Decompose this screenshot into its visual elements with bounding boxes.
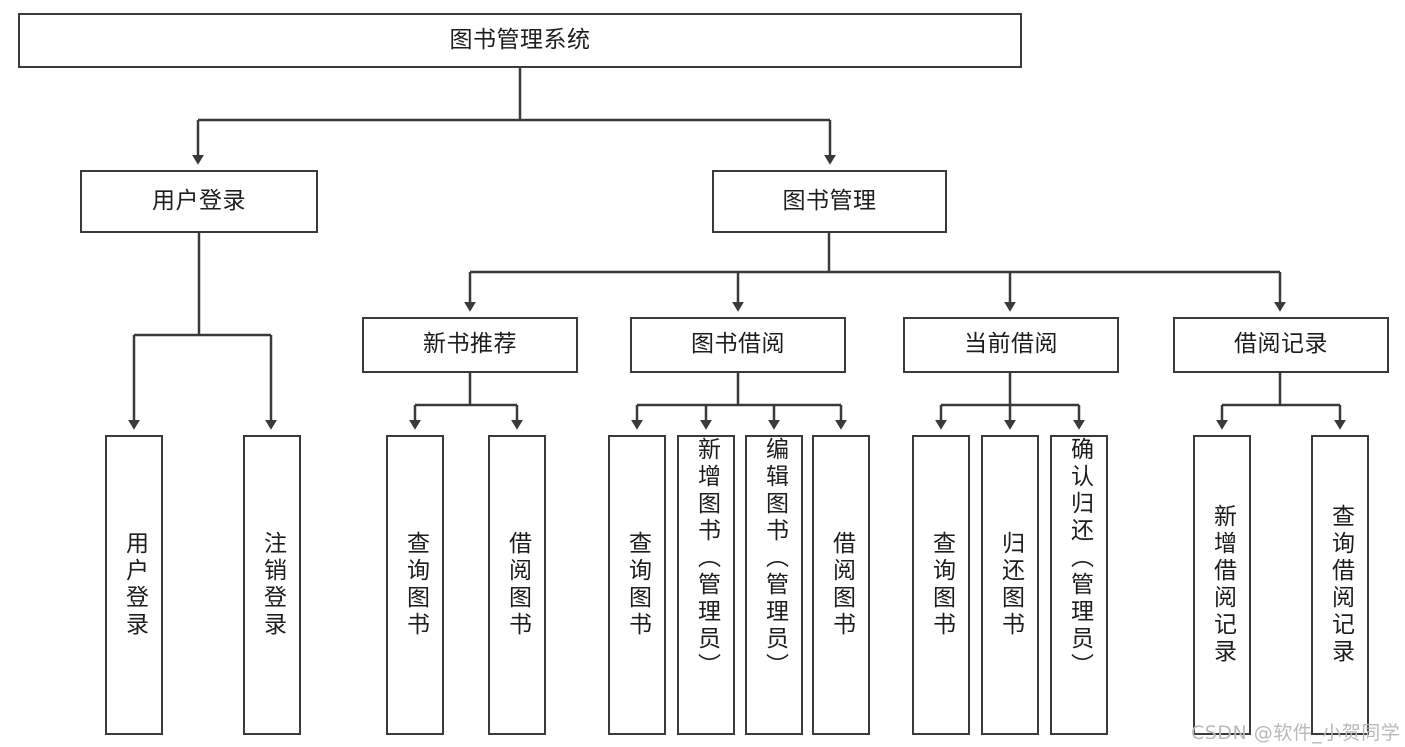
leaf-query-borrow-record-label: 查询借阅记录 — [1327, 504, 1354, 666]
node-borrow-record-label: 借阅记录 — [1234, 331, 1328, 358]
leaf-newbook-query-book-label: 查询图书 — [402, 531, 429, 639]
node-current-borrow-label: 当前借阅 — [964, 331, 1058, 358]
leaf-edit-book-admin-label: 编辑图书（管理员） — [761, 437, 788, 680]
edge-bookborrow-to-leaves — [631, 373, 847, 430]
leaf-confirm-return-admin[interactable]: 确认归还（管理员） — [1050, 435, 1108, 735]
leaf-edit-book-admin[interactable]: 编辑图书（管理员） — [745, 435, 803, 735]
leaf-current-query-book-label: 查询图书 — [928, 531, 955, 639]
node-current-borrow[interactable]: 当前借阅 — [903, 317, 1119, 373]
leaf-current-query-book[interactable]: 查询图书 — [912, 435, 970, 735]
leaf-add-borrow-record[interactable]: 新增借阅记录 — [1193, 435, 1251, 735]
node-user-login[interactable]: 用户登录 — [80, 170, 318, 233]
node-borrow-record[interactable]: 借阅记录 — [1173, 317, 1389, 373]
leaf-newbook-borrow-book[interactable]: 借阅图书 — [488, 435, 546, 735]
leaf-borrow-query-book[interactable]: 查询图书 — [608, 435, 666, 735]
node-book-management-label: 图书管理 — [782, 187, 877, 214]
node-root-label: 图书管理系统 — [449, 26, 591, 53]
leaf-return-book[interactable]: 归还图书 — [981, 435, 1039, 735]
edge-root-to-level2 — [192, 68, 836, 165]
node-new-book-recommend-label: 新书推荐 — [423, 331, 517, 358]
leaf-logout[interactable]: 注销登录 — [243, 435, 301, 735]
edge-userlogin-to-leaves — [128, 233, 277, 430]
leaf-add-borrow-record-label: 新增借阅记录 — [1209, 504, 1236, 666]
leaf-newbook-borrow-book-label: 借阅图书 — [504, 531, 531, 639]
node-book-management[interactable]: 图书管理 — [712, 170, 947, 233]
edge-currentborrow-to-leaves — [935, 373, 1085, 430]
edge-bookmgmt-to-level3 — [464, 233, 1286, 312]
csdn-watermark: CSDN @软件_小贺同学 — [1191, 722, 1401, 744]
leaf-query-borrow-record[interactable]: 查询借阅记录 — [1311, 435, 1369, 735]
node-book-borrow[interactable]: 图书借阅 — [630, 317, 846, 373]
node-root[interactable]: 图书管理系统 — [18, 13, 1022, 68]
edge-newbook-to-leaves — [409, 373, 523, 430]
node-user-login-label: 用户登录 — [152, 187, 246, 214]
leaf-logout-label: 注销登录 — [259, 531, 286, 639]
leaf-user-login-label: 用户登录 — [121, 531, 148, 639]
leaf-borrow-book[interactable]: 借阅图书 — [812, 435, 870, 735]
leaf-borrow-book-label: 借阅图书 — [828, 531, 855, 639]
leaf-user-login[interactable]: 用户登录 — [105, 435, 163, 735]
leaf-confirm-return-admin-label: 确认归还（管理员） — [1066, 437, 1093, 680]
leaf-add-book-admin-label: 新增图书（管理员） — [693, 437, 720, 680]
leaf-return-book-label: 归还图书 — [997, 531, 1024, 639]
leaf-borrow-query-book-label: 查询图书 — [624, 531, 651, 639]
leaf-add-book-admin[interactable]: 新增图书（管理员） — [677, 435, 735, 735]
edge-borrowrecord-to-leaves — [1216, 373, 1346, 430]
node-new-book-recommend[interactable]: 新书推荐 — [362, 317, 578, 373]
leaf-newbook-query-book[interactable]: 查询图书 — [386, 435, 444, 735]
node-book-borrow-label: 图书借阅 — [691, 331, 785, 358]
